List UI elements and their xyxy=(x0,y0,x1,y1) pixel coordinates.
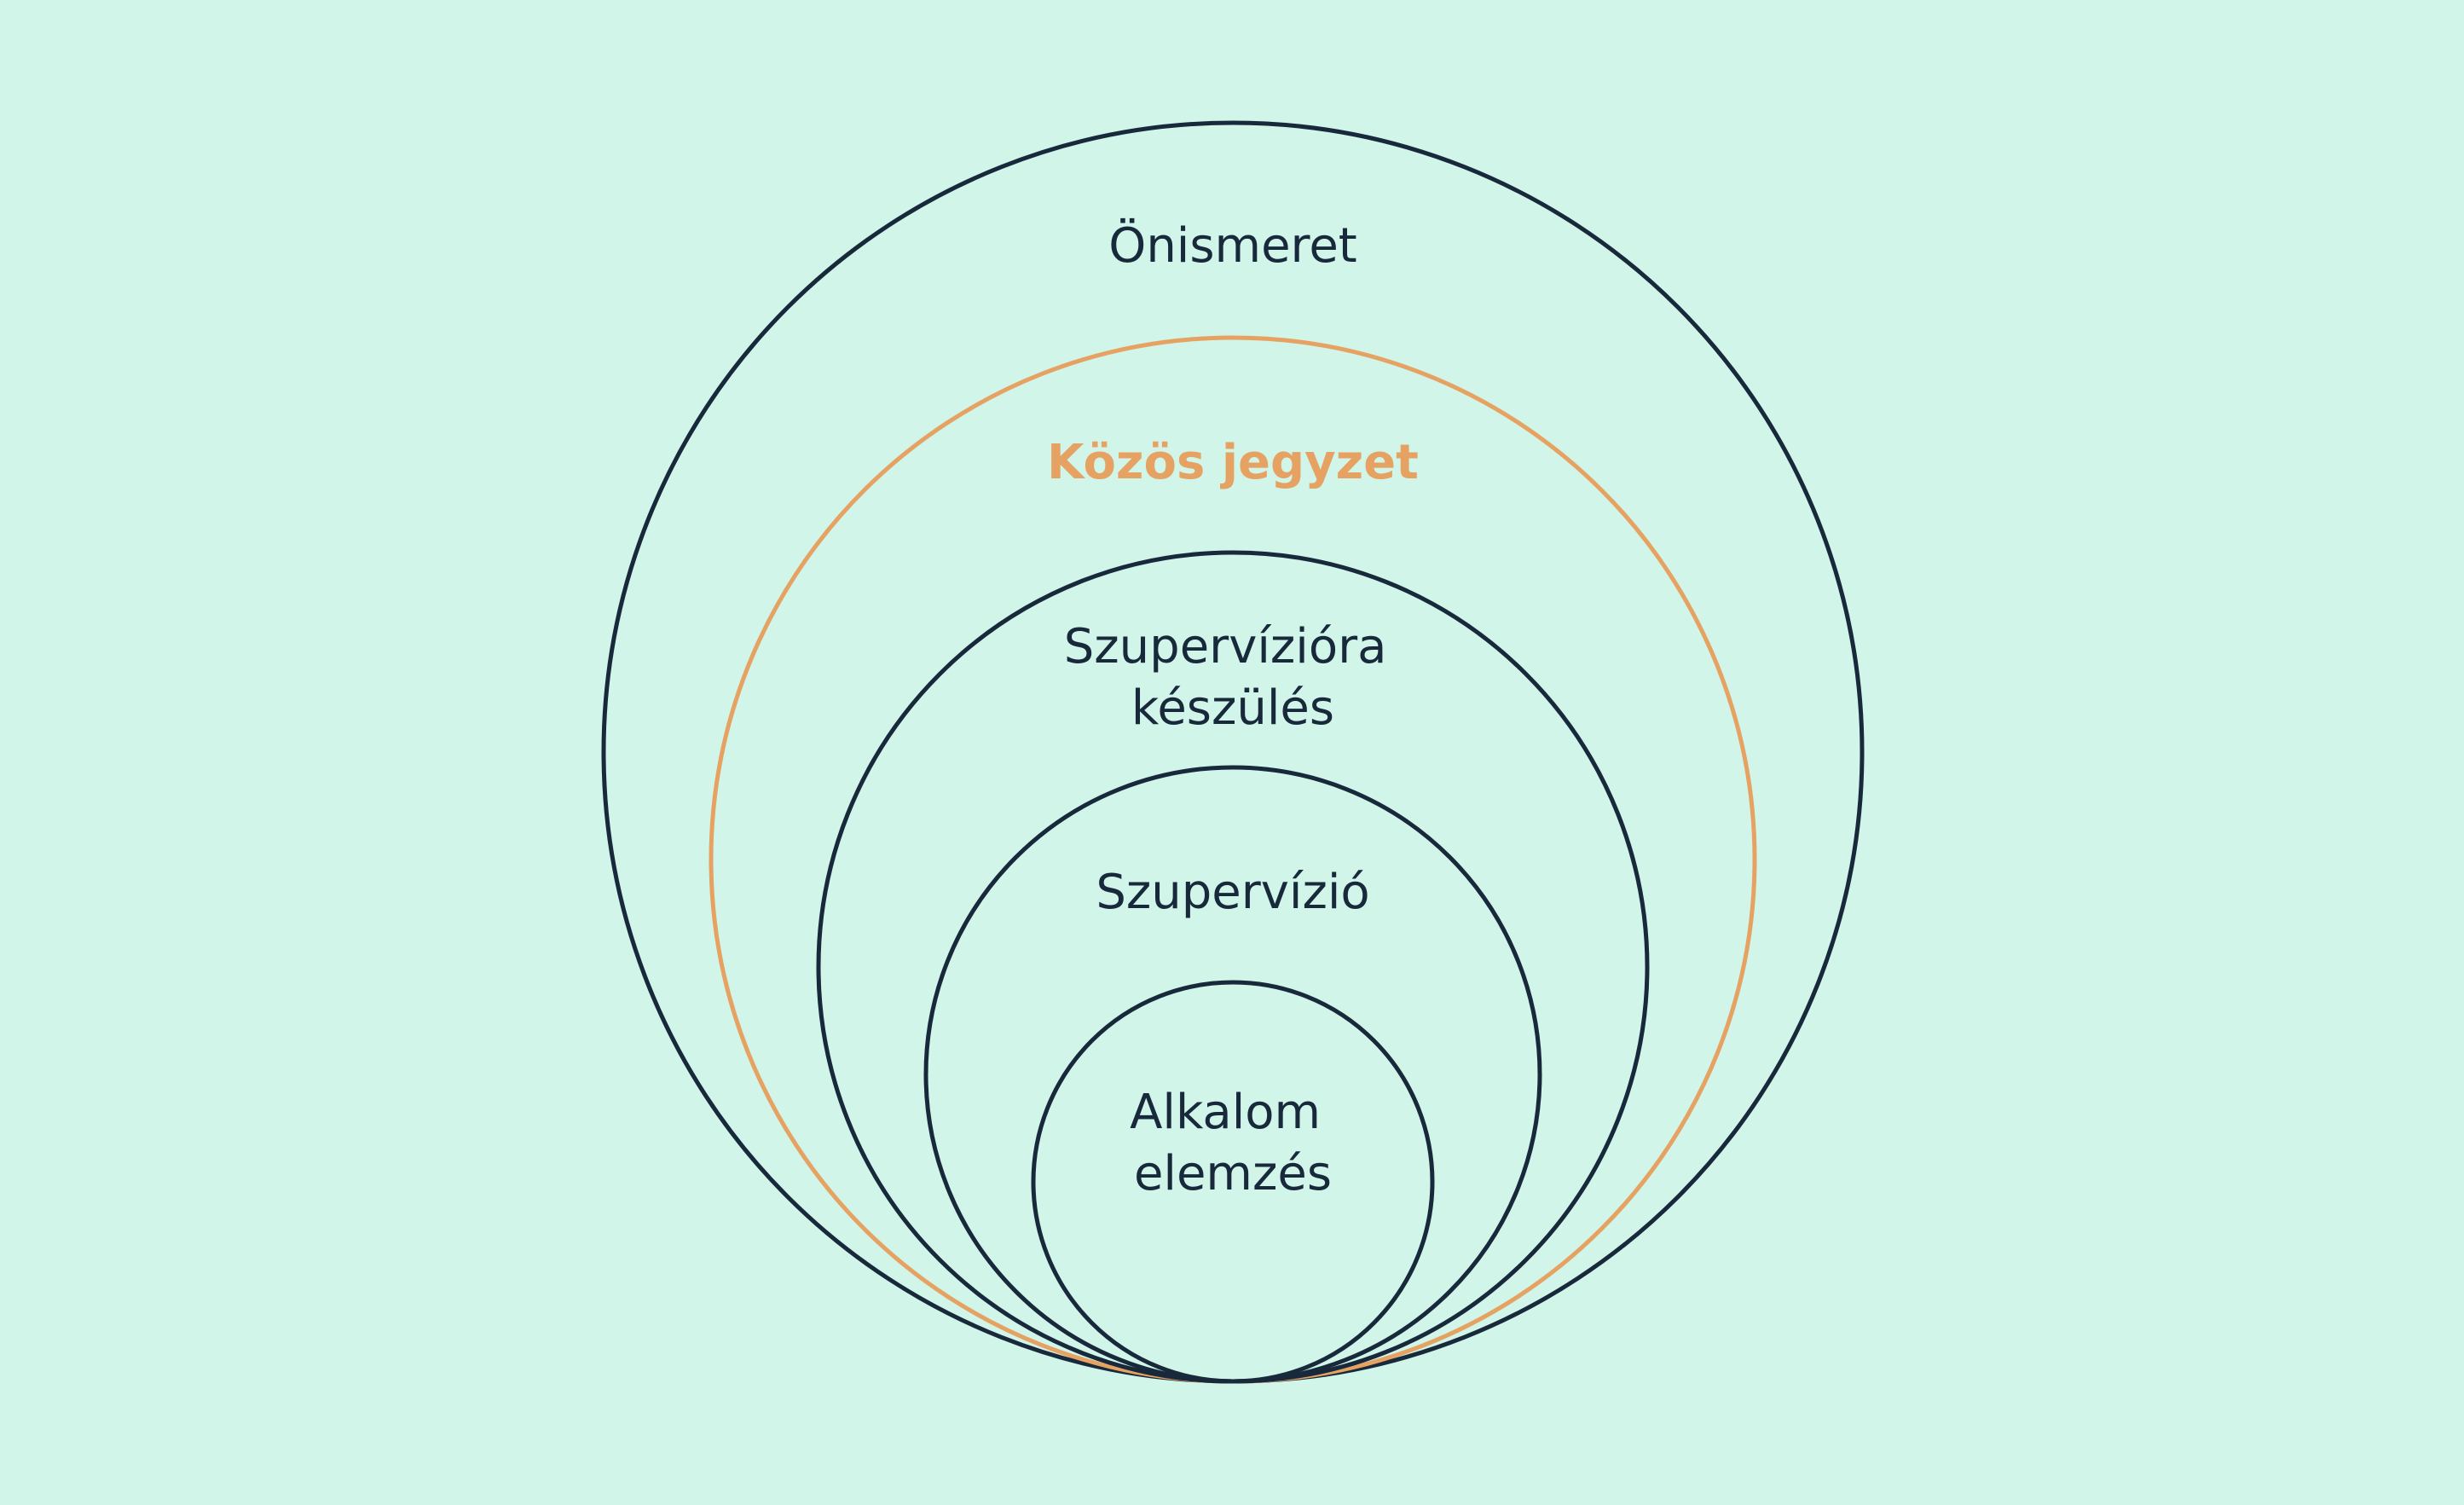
label-alkalom-elemzes: Alkalom elemzés xyxy=(1130,1085,1336,1201)
label-szupervizio: Szupervízió xyxy=(1096,865,1369,920)
label-alkalom-elemzes-line-2: elemzés xyxy=(1134,1146,1332,1201)
label-onismeret-line-1: Önismeret xyxy=(1108,218,1357,274)
label-szupervizio-line-1: Szupervízió xyxy=(1096,865,1369,920)
label-kozos-jegyzet-line-1: Közös jegyzet xyxy=(1047,435,1419,490)
label-onismeret: Önismeret xyxy=(1108,218,1357,274)
label-alkalom-elemzes-line-1: Alkalom xyxy=(1130,1085,1321,1140)
ring-szupervizio xyxy=(923,765,1542,1384)
label-szupervziora-keszules-line-2: készülés xyxy=(1131,680,1334,736)
ring-alkalom-elemzes xyxy=(1031,980,1435,1384)
label-szupervziora-keszules: Szupervízióra készülés xyxy=(1064,619,1403,736)
ring-kozos-jegyzet xyxy=(709,335,1757,1384)
label-szupervziora-keszules-line-1: Szupervízióra xyxy=(1064,619,1387,674)
label-kozos-jegyzet: Közös jegyzet xyxy=(1047,435,1419,490)
ring-szupervziora-keszules xyxy=(816,550,1650,1384)
